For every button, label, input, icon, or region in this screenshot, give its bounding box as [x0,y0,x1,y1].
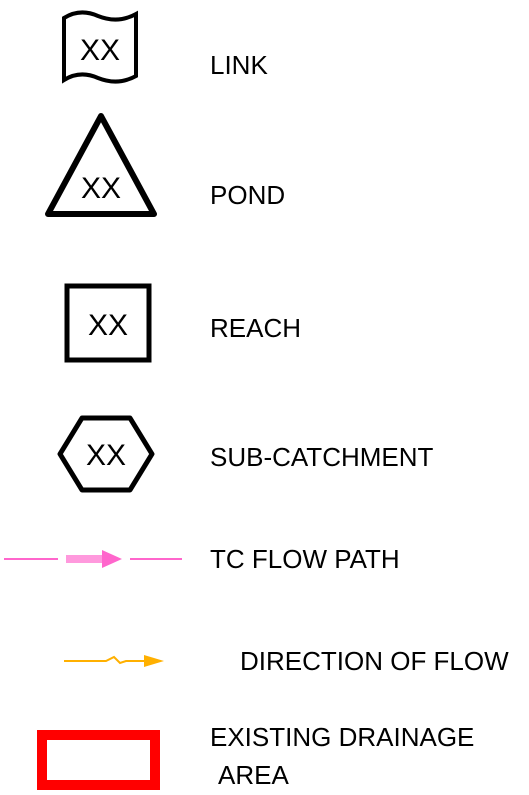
reach-label: REACH [210,313,302,343]
reach-icon: XX [64,283,152,363]
link-label: LINK [210,50,268,80]
direction-of-flow-label: DIRECTION OF FLOW [240,646,509,676]
existing-drainage-area-label-line1: EXISTING DRAINAGE [210,722,475,752]
link-icon: XX [62,10,138,84]
tc-flow-path-label: TC FLOW PATH [210,544,400,574]
existing-drainage-area-label-line2: AREA [218,760,289,790]
existing-drainage-area-icon [37,730,160,790]
pond-symbol-text: XX [81,172,121,205]
pond-icon: XX [45,113,157,217]
tc-flow-path-icon [4,550,182,568]
sub-catchment-symbol-text: XX [86,439,126,472]
sub-catchment-label: SUB-CATCHMENT [210,442,434,472]
sub-catchment-icon: XX [57,415,155,493]
pond-label: POND [210,180,286,210]
reach-symbol-text: XX [88,309,128,342]
link-symbol-text: XX [80,34,120,67]
direction-of-flow-icon [64,655,164,667]
